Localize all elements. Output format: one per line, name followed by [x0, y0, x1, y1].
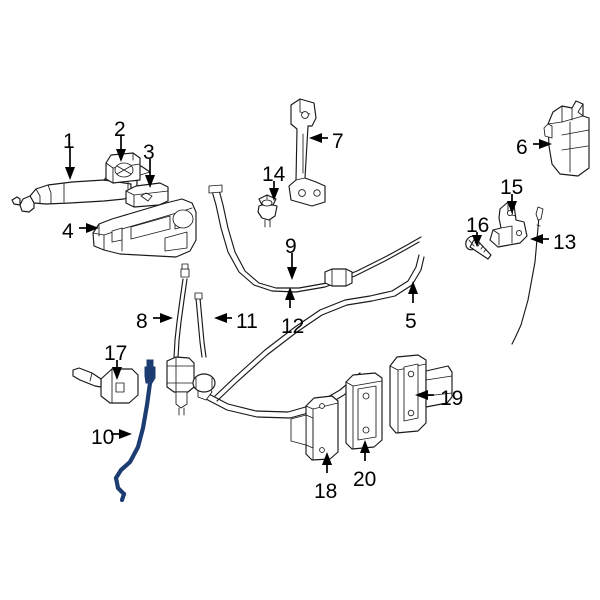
- callout-14: 14: [262, 163, 286, 186]
- callout-4: 4: [62, 220, 74, 243]
- callout-1: 1: [63, 130, 75, 153]
- callout-18: 18: [314, 480, 338, 503]
- callout-17: 17: [104, 342, 128, 365]
- callout-5: 5: [405, 310, 417, 333]
- callout-11: 11: [236, 310, 258, 333]
- callout-15: 15: [500, 176, 524, 199]
- callout-8: 8: [136, 310, 148, 333]
- part-key-blade: [72, 367, 139, 404]
- part-lock-actuator: [543, 100, 590, 177]
- callout-10: 10: [91, 426, 115, 449]
- callout-20: 20: [353, 468, 377, 491]
- part-lock-rod-short: [166, 263, 216, 416]
- part-striker-shim-plate: [345, 372, 383, 450]
- callout-19: 19: [440, 387, 464, 410]
- part-lock-control-rod-highlighted: [113, 359, 156, 503]
- part-striker-large: [389, 354, 453, 434]
- callout-6: 6: [516, 136, 528, 159]
- part-handle-carrier-base: [92, 198, 197, 258]
- part-latch-bracket: [489, 201, 528, 248]
- callout-2: 2: [114, 118, 126, 141]
- part-rod-grommet: [257, 194, 278, 228]
- part-handle-cover: [125, 182, 169, 208]
- part-lock-knob-rod: [511, 206, 544, 345]
- part-inner-release-rod: [194, 292, 207, 358]
- part-handle-end-cap: [105, 152, 141, 184]
- part-release-cables: [197, 184, 425, 419]
- leader-lines: [65, 133, 552, 473]
- callout-3: 3: [143, 141, 155, 164]
- callout-13: 13: [553, 231, 577, 254]
- callout-16: 16: [466, 214, 490, 237]
- callout-9: 9: [285, 235, 297, 258]
- callout-12: 12: [281, 315, 305, 338]
- callout-7: 7: [332, 130, 344, 153]
- part-door-check-bracket: [288, 98, 326, 207]
- part-striker-small: [290, 395, 339, 461]
